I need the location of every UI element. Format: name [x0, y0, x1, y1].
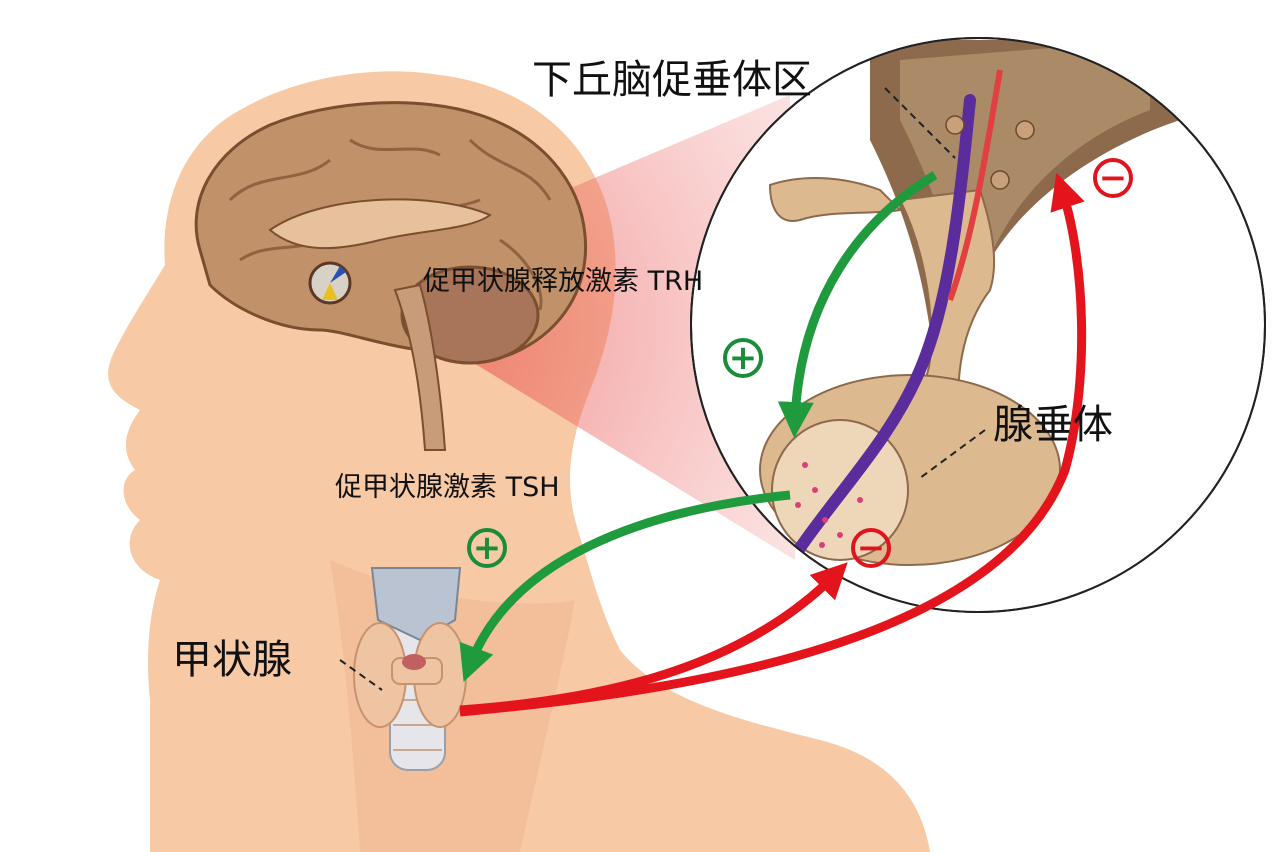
- plus-sign-tsh: +: [467, 528, 507, 568]
- label-tsh: 促甲状腺激素 TSH: [335, 474, 560, 501]
- plus-sign-trh: +: [723, 338, 763, 378]
- minus-sign-pituitary: −: [851, 528, 891, 568]
- label-pituitary: 腺垂体: [993, 405, 1113, 445]
- label-trh: 促甲状腺释放激素 TRH: [423, 268, 703, 295]
- label-hypothalamus: 下丘脑促垂体区: [532, 60, 812, 100]
- label-thyroid: 甲状腺: [172, 640, 292, 680]
- minus-sign-hypothalamus: −: [1093, 158, 1133, 198]
